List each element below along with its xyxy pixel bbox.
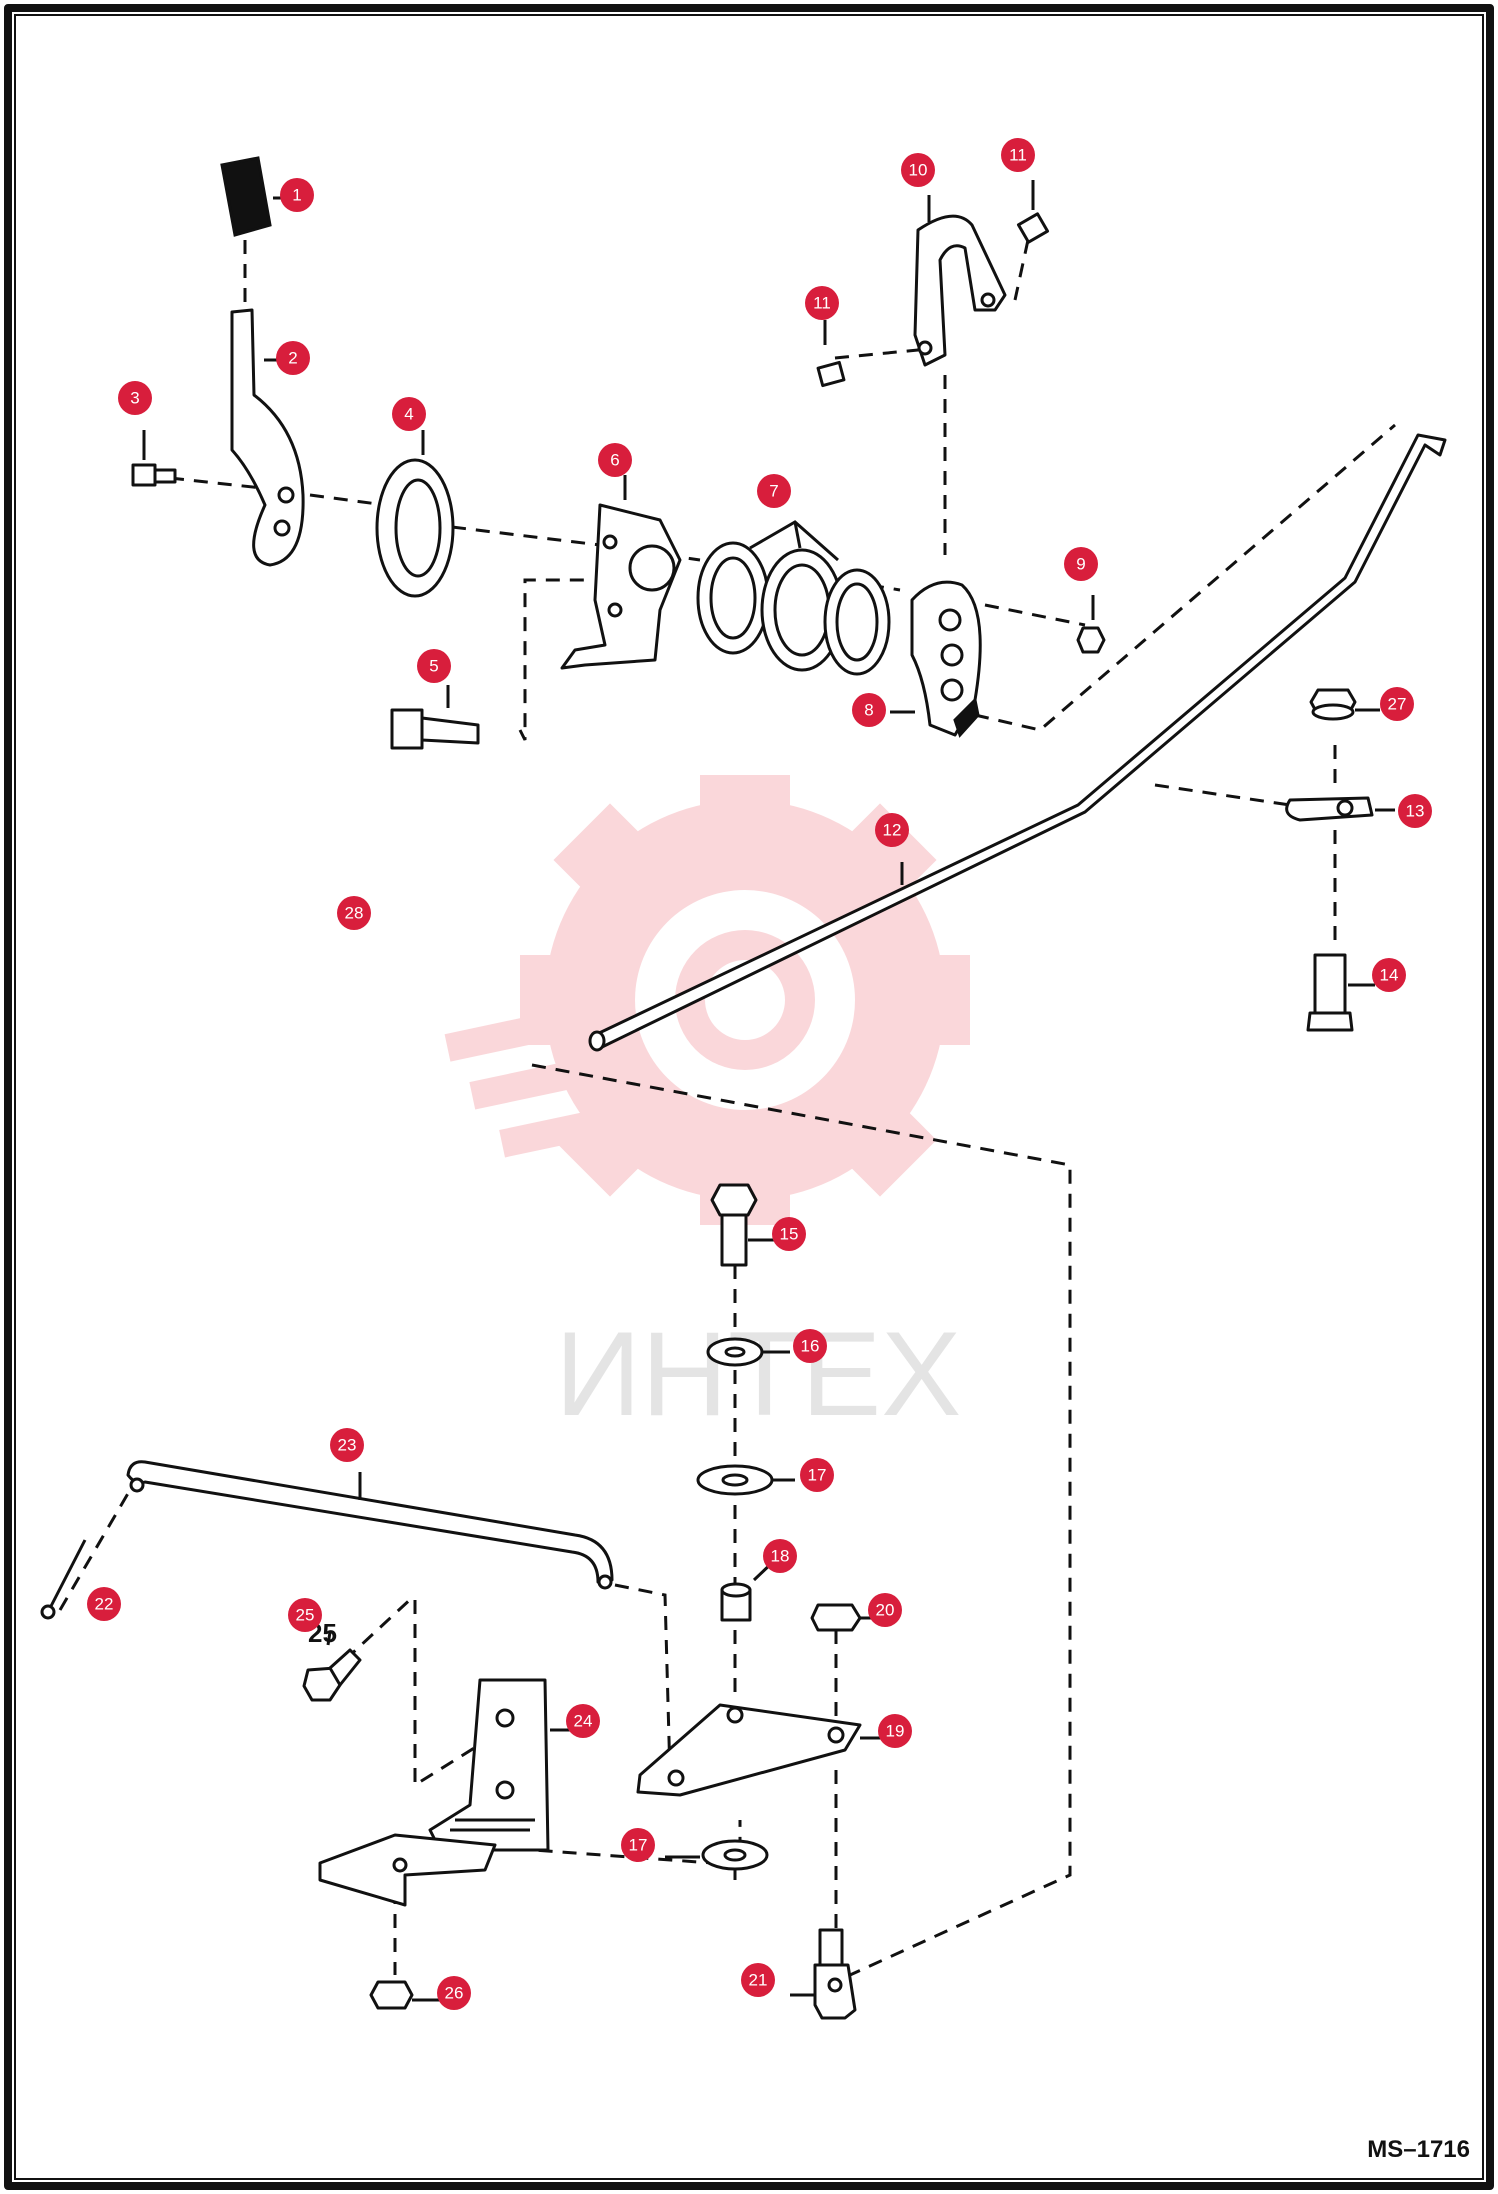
callout-25: 25 bbox=[288, 1598, 322, 1632]
callout-19: 19 bbox=[878, 1714, 912, 1748]
svg-text:11: 11 bbox=[813, 294, 831, 313]
svg-text:24: 24 bbox=[574, 1712, 593, 1731]
svg-text:8: 8 bbox=[864, 701, 873, 720]
callout-2: 2 bbox=[276, 341, 310, 375]
callout-24: 24 bbox=[566, 1704, 600, 1738]
svg-text:10: 10 bbox=[909, 161, 928, 180]
callout-15: 15 bbox=[772, 1217, 806, 1251]
callout-21: 21 bbox=[741, 1963, 775, 1997]
spacer-bushing bbox=[720, 1558, 777, 1622]
svg-text:14: 14 bbox=[1380, 966, 1399, 985]
flange-nut bbox=[1309, 688, 1380, 721]
callout-8: 8 bbox=[852, 693, 886, 727]
svg-text:5: 5 bbox=[429, 657, 438, 676]
callout-17-lower: 17 bbox=[621, 1828, 655, 1862]
callout-28: 28 bbox=[337, 896, 371, 930]
callout-27: 27 bbox=[1380, 687, 1414, 721]
lock-washer bbox=[706, 1337, 790, 1367]
callout-14: 14 bbox=[1372, 958, 1406, 992]
set-screw-upper bbox=[1016, 180, 1050, 244]
svg-text:25: 25 bbox=[296, 1606, 315, 1625]
callout-4: 4 bbox=[392, 397, 426, 431]
clamp-bolt bbox=[1306, 953, 1375, 1032]
svg-text:22: 22 bbox=[95, 1595, 114, 1614]
watermark-gear-tooth bbox=[890, 955, 970, 1045]
svg-text:23: 23 bbox=[338, 1436, 357, 1455]
svg-text:16: 16 bbox=[801, 1337, 820, 1356]
svg-text:13: 13 bbox=[1406, 802, 1425, 821]
svg-text:6: 6 bbox=[610, 451, 619, 470]
svg-text:28: 28 bbox=[345, 904, 364, 923]
watermark: ИНТЕХ bbox=[444, 775, 970, 1441]
stand-bolt bbox=[302, 1631, 362, 1702]
callout-23: 23 bbox=[330, 1428, 364, 1462]
callout-13: 13 bbox=[1398, 794, 1432, 828]
svg-text:17: 17 bbox=[808, 1466, 827, 1485]
svg-text:7: 7 bbox=[769, 482, 778, 501]
callout-3: 3 bbox=[118, 381, 152, 415]
svg-text:15: 15 bbox=[780, 1225, 799, 1244]
callout-18: 18 bbox=[763, 1539, 797, 1573]
spring-bracket bbox=[913, 195, 1007, 367]
hex-bolt bbox=[390, 685, 480, 750]
pivot-bolt bbox=[710, 1183, 775, 1267]
svg-text:12: 12 bbox=[883, 821, 902, 840]
bellcrank-plate bbox=[636, 1703, 888, 1797]
svg-text:26: 26 bbox=[445, 1984, 464, 2003]
svg-text:2: 2 bbox=[288, 349, 297, 368]
flat-washer-lower bbox=[665, 1839, 769, 1871]
callout-11-upper: 11 bbox=[1001, 138, 1035, 172]
svg-text:27: 27 bbox=[1388, 695, 1407, 714]
rod-clamp bbox=[1285, 796, 1395, 822]
svg-text:20: 20 bbox=[876, 1601, 895, 1620]
callout-1: 1 bbox=[280, 178, 314, 212]
stand-nut bbox=[369, 1980, 440, 2010]
callout-9: 9 bbox=[1064, 547, 1098, 581]
callout-12: 12 bbox=[875, 813, 909, 847]
shoulder-bolt bbox=[131, 430, 177, 487]
callout-16: 16 bbox=[793, 1329, 827, 1363]
diagram-inner-border bbox=[14, 14, 1484, 2180]
callout-5: 5 bbox=[417, 649, 451, 683]
svg-text:18: 18 bbox=[771, 1547, 790, 1566]
small-nut bbox=[1076, 595, 1106, 654]
svg-text:4: 4 bbox=[404, 405, 413, 424]
callout-7: 7 bbox=[757, 474, 791, 508]
set-screw-lower bbox=[816, 320, 846, 388]
pedal-cam bbox=[890, 580, 982, 738]
callout-6: 6 bbox=[598, 443, 632, 477]
linkage-rod bbox=[126, 1460, 614, 1590]
flat-washer bbox=[375, 430, 455, 598]
callout-11-lower: 11 bbox=[805, 286, 839, 320]
callout-17-upper: 17 bbox=[800, 1458, 834, 1492]
svg-text:21: 21 bbox=[749, 1971, 768, 1990]
watermark-gear-tooth bbox=[700, 775, 790, 855]
diagram-border bbox=[4, 4, 1494, 2190]
mounting-bracket bbox=[560, 475, 682, 670]
callout-20: 20 bbox=[868, 1593, 902, 1627]
pivot-stand bbox=[318, 1678, 572, 1907]
swivel-connector bbox=[790, 1928, 857, 2020]
callout-10: 10 bbox=[901, 153, 935, 187]
svg-text:9: 9 bbox=[1076, 555, 1085, 574]
svg-text:1: 1 bbox=[292, 186, 301, 205]
friction-washers bbox=[696, 520, 891, 676]
drawing-code-label: MS–1716 bbox=[1367, 2136, 1470, 2163]
svg-text:3: 3 bbox=[130, 389, 139, 408]
svg-text:17: 17 bbox=[629, 1836, 648, 1855]
flat-washer-upper bbox=[696, 1464, 795, 1496]
callout-26: 26 bbox=[437, 1976, 471, 2010]
watermark-text: ИНТЕХ bbox=[555, 1307, 961, 1441]
svg-text:19: 19 bbox=[886, 1722, 905, 1741]
svg-text:11: 11 bbox=[1009, 146, 1027, 165]
callout-22: 22 bbox=[87, 1587, 121, 1621]
lever-arm bbox=[230, 308, 305, 567]
throttle-rod bbox=[588, 433, 1447, 1052]
